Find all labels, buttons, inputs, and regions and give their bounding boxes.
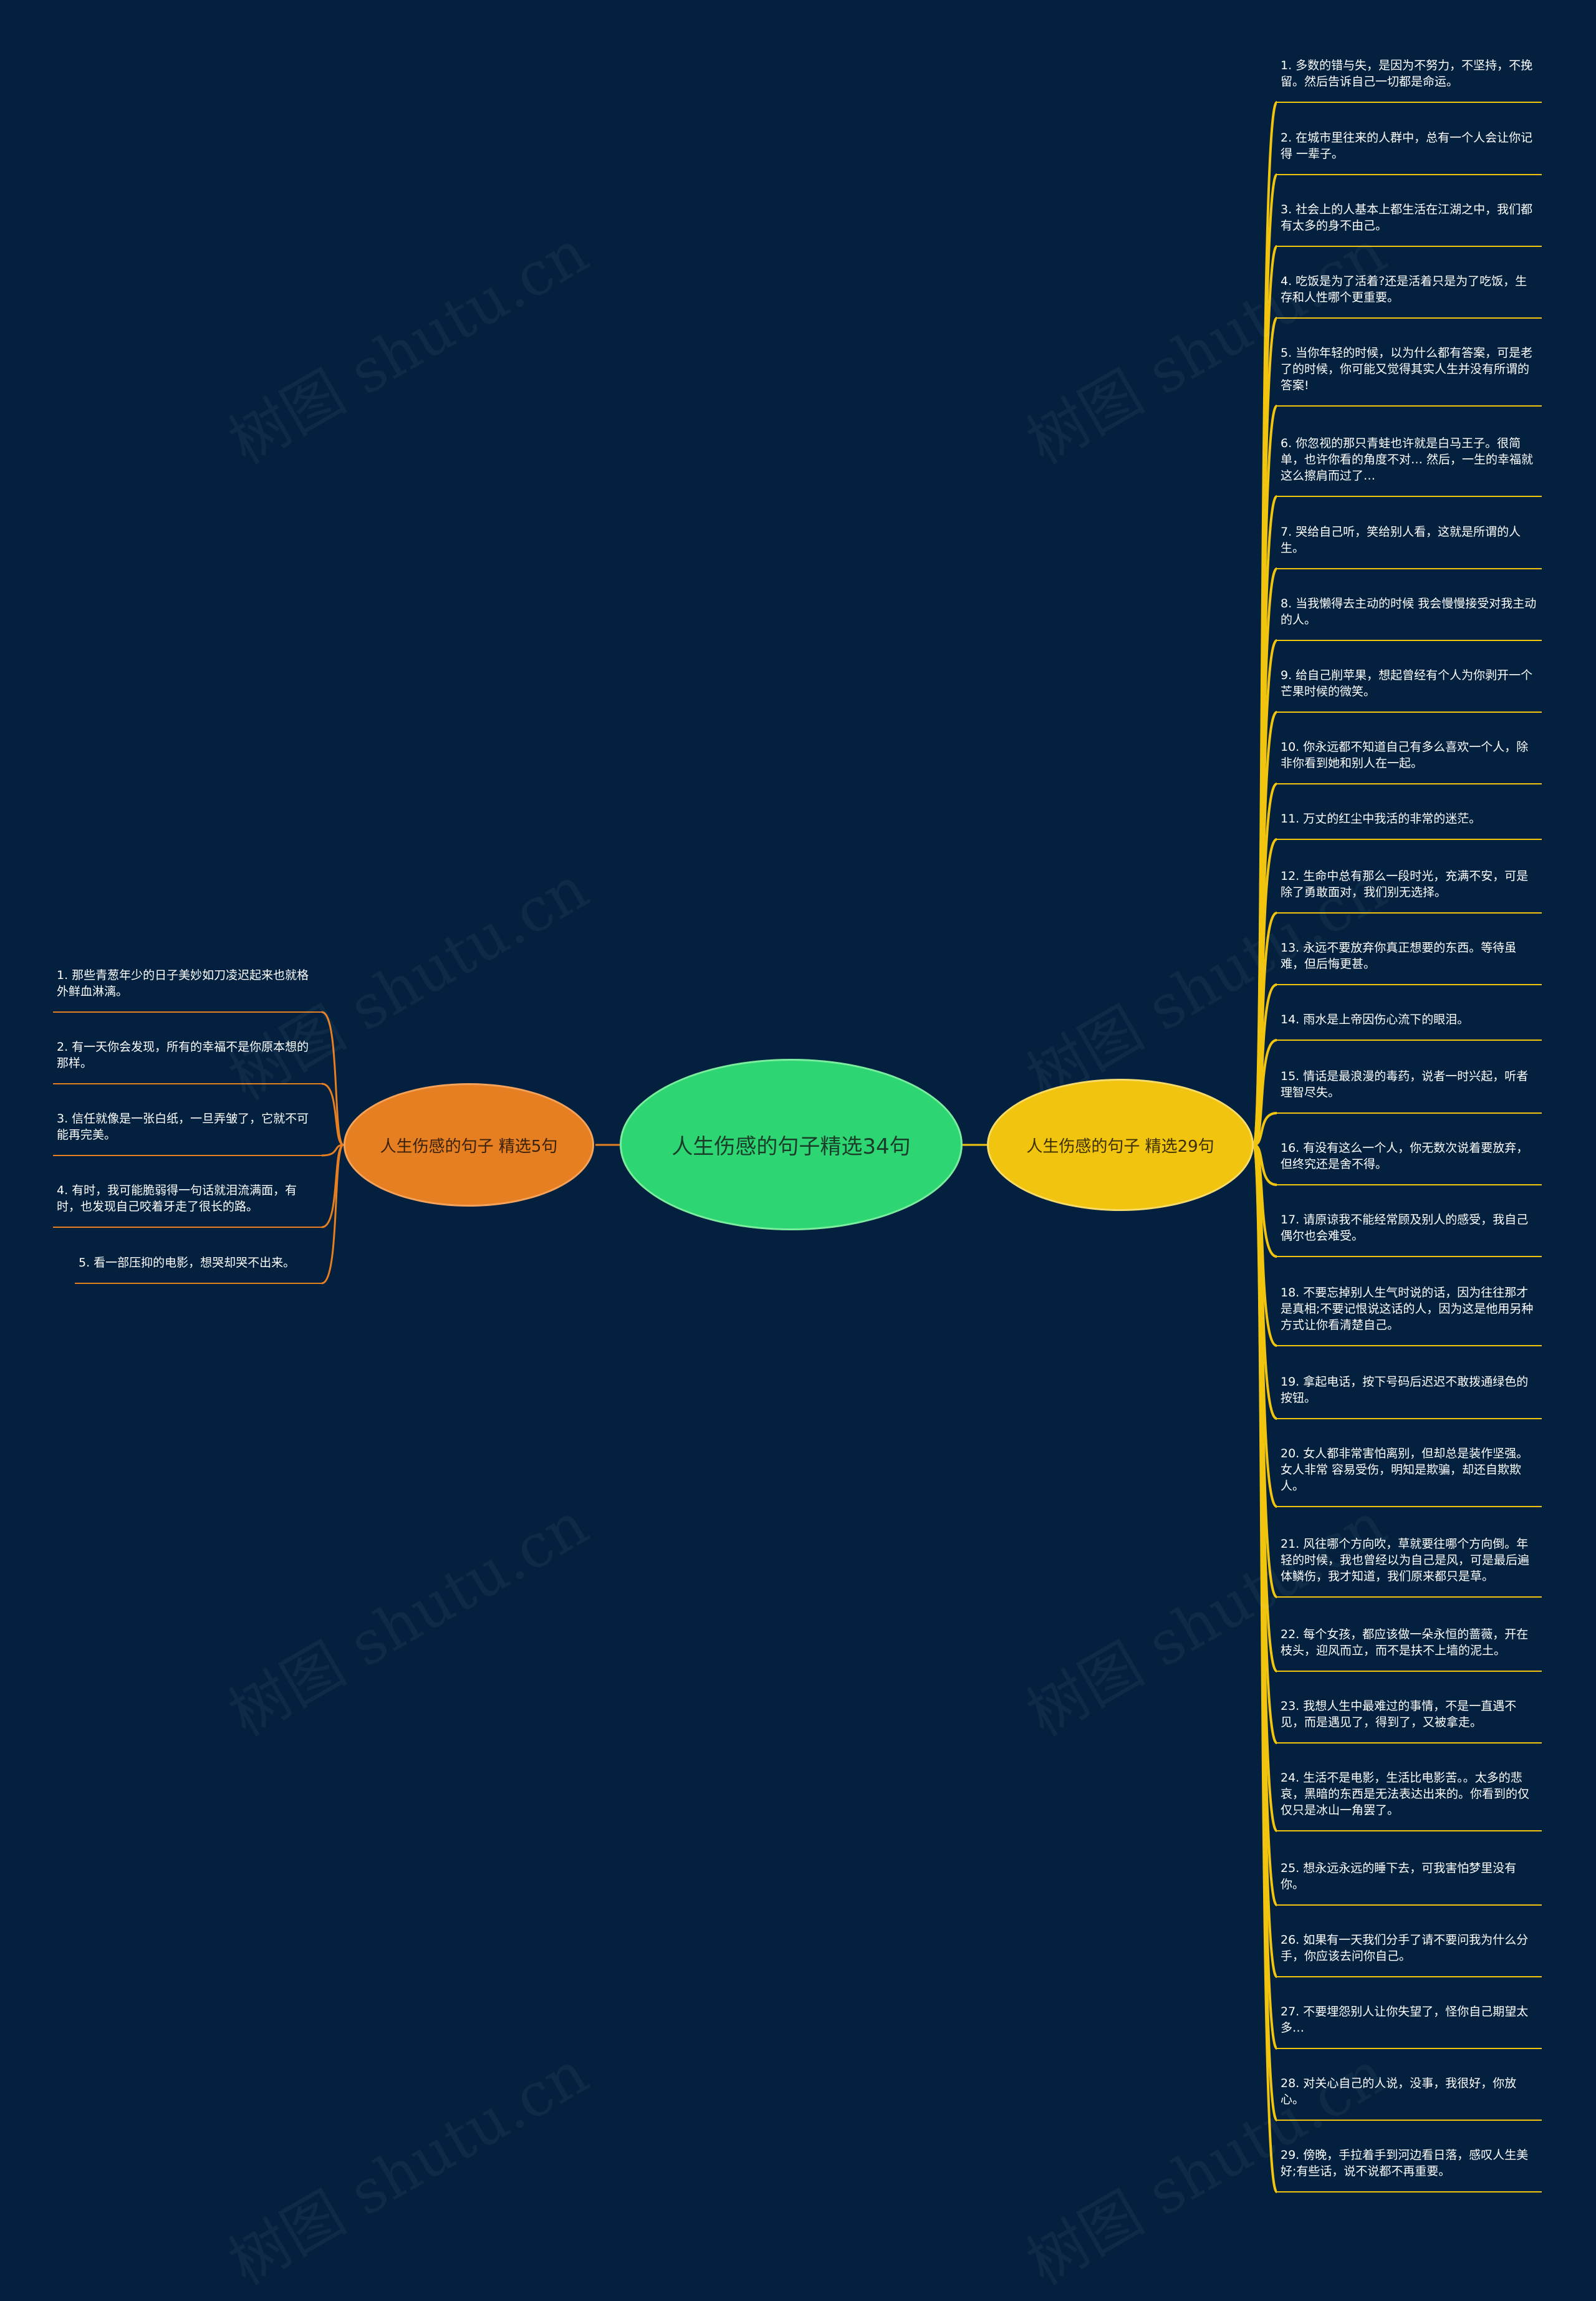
right-leaf-26[interactable]: 26. 如果有一天我们分手了请不要问我为什么分手，你应该去问你自己。 <box>1281 1933 1529 1963</box>
right-leaf-15[interactable]: 15. 情话是最浪漫的毒药，说者一时兴起，听者理智尽失。 <box>1281 1069 1529 1099</box>
right-leaf-9[interactable]: 9. 给自己削苹果，想起曾经有个人为你剥开一个芒果时候的微笑。 <box>1281 668 1533 698</box>
right-leaf-17[interactable]: 17. 请原谅我不能经常顾及别人的感受，我自己偶尔也会难受。 <box>1281 1213 1529 1243</box>
left-leaf-2[interactable]: 2. 有一天你会发现，所有的幸福不是你原本想的那样。 <box>57 1040 309 1070</box>
left-branch-label: 人生伤感的句子 精选5句 <box>380 1137 558 1156</box>
right-leaf-11[interactable]: 11. 万丈的红尘中我活的非常的迷茫。 <box>1281 812 1481 826</box>
right-leaf-27[interactable]: 27. 不要埋怨别人让你失望了，怪你自己期望太多… <box>1281 2005 1529 2035</box>
right-leaf-28[interactable]: 28. 对关心自己的人说，没事，我很好，你放心。 <box>1281 2077 1517 2106</box>
right-leaf-14[interactable]: 14. 雨水是上帝因伤心流下的眼泪。 <box>1281 1013 1469 1026</box>
right-leaf-16[interactable]: 16. 有没有这么一个人，你无数次说着要放弃，但终究还是舍不得。 <box>1281 1141 1529 1171</box>
branch-curve <box>1252 1144 1278 2193</box>
left-leaf-4[interactable]: 4. 有时，我可能脆弱得一句话就泪流满面，有时，也发现自己咬着牙走了很长的路。 <box>57 1184 297 1213</box>
right-leaf-21[interactable]: 21. 风往哪个方向吹，草就要往哪个方向倒。年轻的时候，我也曾经以为自己是风，可… <box>1281 1537 1530 1583</box>
branch-curve <box>1253 1112 1277 1146</box>
right-leaf-12[interactable]: 12. 生命中总有那么一段时光，充满不安，可是除了勇敢面对，我们别无选择。 <box>1281 869 1529 899</box>
right-branch-label: 人生伤感的句子 精选29句 <box>1026 1137 1214 1156</box>
right-leaf-7[interactable]: 7. 哭给自己听，笑给别人看，这就是所谓的人生。 <box>1281 525 1521 555</box>
right-leaf-2[interactable]: 2. 在城市里往来的人群中，总有一个人会让你记得 一辈子。 <box>1281 131 1533 161</box>
right-leaf-29[interactable]: 29. 傍晚，手拉着手到河边看日落，感叹人生美好;有些话，说不说都不再重要。 <box>1281 2148 1529 2178</box>
right-leaf-22[interactable]: 22. 每个女孩，都应该做一朵永恒的蔷薇，开在枝头，迎风而立，而不是扶不上墙的泥… <box>1281 1628 1529 1657</box>
right-branch-node[interactable]: 人生伤感的句子 精选29句 <box>987 1079 1254 1211</box>
right-leaf-25[interactable]: 25. 想永远永远的睡下去，可我害怕梦里没有你。 <box>1281 1861 1517 1891</box>
branch-curve <box>321 1011 345 1146</box>
right-leaf-20[interactable]: 20. 女人都非常害怕离别，但却总是装作坚强。女人非常 容易受伤，明知是欺骗，却… <box>1281 1447 1529 1493</box>
right-leaf-24[interactable]: 24. 生活不是电影，生活比电影苦。。太多的悲哀，黑暗的东西是无法表达出来的。你… <box>1281 1771 1530 1817</box>
connector-lines <box>53 101 1542 2193</box>
right-leaf-1[interactable]: 1. 多数的错与失，是因为不努力，不坚持，不挽留。然后告诉自己一切都是命运。 <box>1281 59 1533 89</box>
left-branch-node[interactable]: 人生伤感的句子 精选5句 <box>344 1083 594 1207</box>
right-leaf-10[interactable]: 10. 你永远都不知道自己有多么喜欢一个人，除非你看到她和别人在一起。 <box>1281 740 1529 770</box>
branch-curve <box>321 1144 344 1157</box>
left-leaf-5[interactable]: 5. 看一部压抑的电影，想哭却哭不出来。 <box>79 1256 296 1270</box>
left-leaf-1[interactable]: 1. 那些青葱年少的日子美妙如刀凌迟起来也就格外鲜血淋漓。 <box>57 968 309 998</box>
right-leaf-3[interactable]: 3. 社会上的人基本上都生活在江湖之中，我们都有太多的身不由己。 <box>1281 203 1533 233</box>
left-leaf-3[interactable]: 3. 信任就像是一张白纸，一旦弄皱了，它就不可能再完美。 <box>57 1112 309 1142</box>
right-leaf-4[interactable]: 4. 吃饭是为了活着?还是活着只是为了吃饭，生存和人性哪个更重要。 <box>1281 274 1527 304</box>
right-leaf-19[interactable]: 19. 拿起电话，按下号码后迟迟不敢拨通绿色的按钮。 <box>1281 1375 1529 1405</box>
right-leaf-6[interactable]: 6. 你忽视的那只青蛙也许就是白马王子。很简单，也许你看的角度不对… 然后，一生… <box>1281 437 1534 483</box>
branch-curve <box>321 1144 345 1285</box>
right-leaf-8[interactable]: 8. 当我懒得去主动的时候 我会慢慢接受对我主动的人。 <box>1281 597 1537 627</box>
right-leaf-23[interactable]: 23. 我想人生中最难过的事情，不是一直遇不见，而是遇见了，得到了，又被拿走。 <box>1281 1699 1517 1729</box>
root-node[interactable]: 人生伤感的句子精选34句 <box>620 1059 963 1230</box>
branch-curve <box>321 1083 344 1146</box>
right-leaf-5[interactable]: 5. 当你年轻的时候，以为什么都有答案，可是老了的时候，你可能又觉得其实人生并没… <box>1281 346 1533 392</box>
root-label: 人生伤感的句子精选34句 <box>671 1134 911 1159</box>
branch-curve <box>321 1144 344 1228</box>
branch-curve <box>1252 1039 1277 1146</box>
right-leaf-18[interactable]: 18. 不要忘掉别人生气时说的话，因为往往那才是真相;不要记恨说这话的人，因为这… <box>1281 1286 1534 1332</box>
right-leaf-13[interactable]: 13. 永远不要放弃你真正想要的东西。等待虽难，但后悔更甚。 <box>1281 941 1517 971</box>
